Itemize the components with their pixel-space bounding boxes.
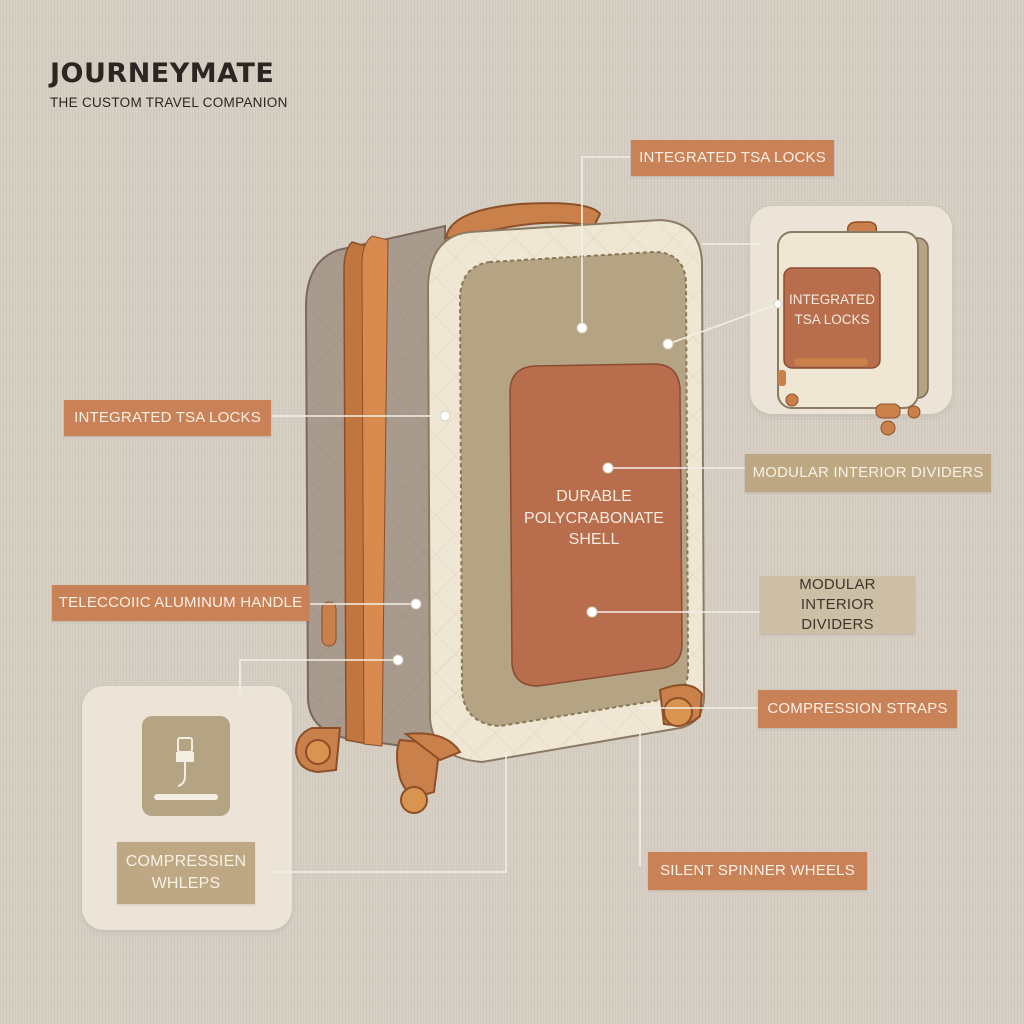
callout-dividers-mid: MODULAR INTERIOR DIVIDERS [760,576,915,634]
callout-tsa-locks-top: INTEGRATED TSA LOCKS [631,140,834,176]
callout-spinner-wheels: SILENT SPINNER WHEELS [648,852,867,890]
mini-suitcase [777,221,929,436]
main-suitcase [294,202,706,814]
leader-lines [239,156,779,873]
leader-dots [392,299,783,666]
callout-compression-straps: COMPRESSION STRAPS [758,690,957,728]
usb-cable-icon [142,716,230,816]
brand-subtitle: THE CUSTOM TRAVEL COMPANION [50,95,288,110]
brand-title: JOURNEYMATE [50,58,275,89]
callout-handle: TELECCOIIC ALUMINUM HANDLE [52,585,309,621]
callout-dividers-right: MODULAR INTERIOR DIVIDERS [745,454,991,492]
wheels [294,683,704,814]
callout-compression-inset: COMPRESSIEN WHLEPS [117,842,255,904]
callout-tsa-locks-left: INTEGRATED TSA LOCKS [64,400,271,436]
